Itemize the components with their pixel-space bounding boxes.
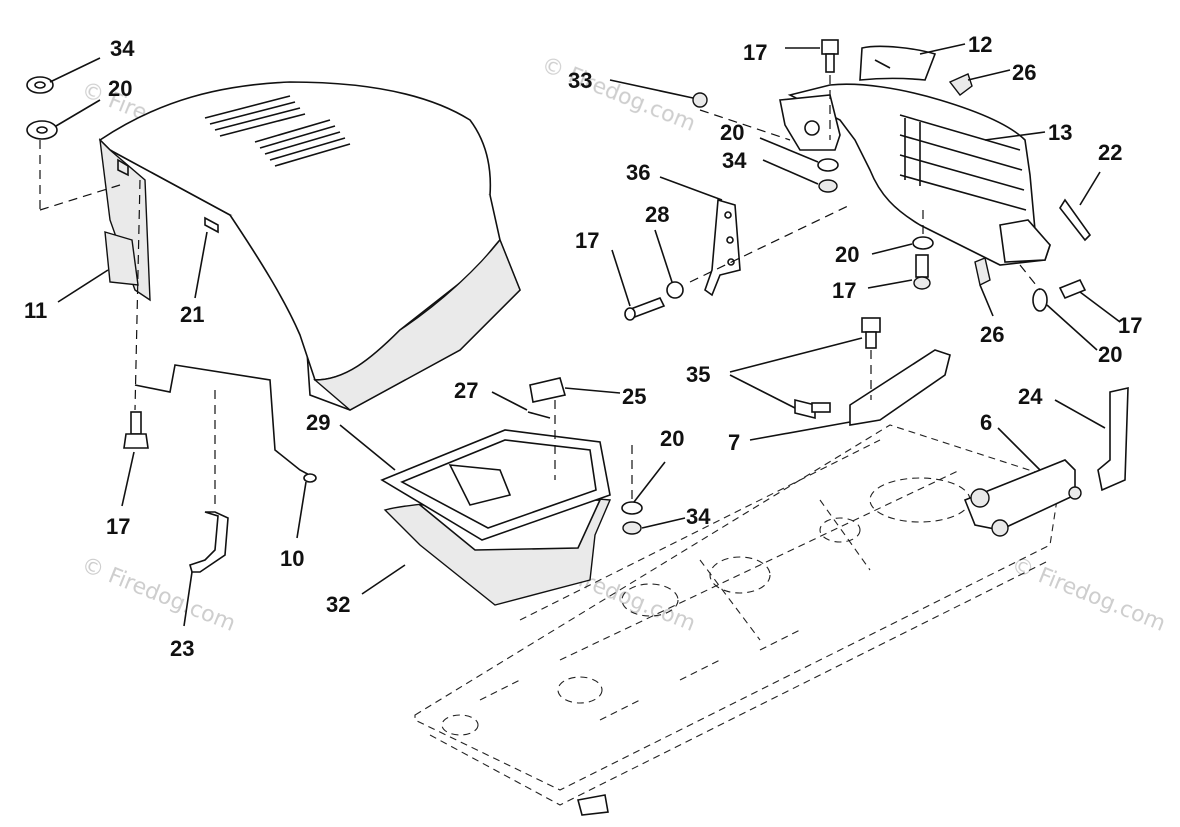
grille-assembly <box>624 39 1092 321</box>
lock-washer-28 <box>666 281 684 299</box>
callout-34: 34 <box>722 148 747 173</box>
callout-12: 12 <box>968 32 992 57</box>
watermark-3: © Firedog.com <box>78 552 239 636</box>
bolt-35-b <box>794 398 831 420</box>
callout-17: 17 <box>743 40 767 65</box>
callout-34: 34 <box>110 36 135 61</box>
bracket-7 <box>849 349 951 426</box>
bolt-17-top <box>821 39 839 73</box>
hood-vents <box>204 95 351 167</box>
callout-labels: 34 20 11 21 17 10 23 33 17 12 26 13 20 3… <box>24 32 1142 661</box>
nut-34 <box>26 76 54 94</box>
callout-32: 32 <box>326 592 350 617</box>
callout-17: 17 <box>1118 313 1142 338</box>
callout-25: 25 <box>622 384 646 409</box>
chassis-assembly <box>380 317 1129 816</box>
callout-27: 27 <box>454 378 478 403</box>
callout-11: 11 <box>24 298 47 323</box>
callout-23: 23 <box>170 636 194 661</box>
plate-25 <box>529 377 567 403</box>
callout-22: 22 <box>1098 140 1122 165</box>
callout-26: 26 <box>980 322 1004 347</box>
callout-35: 35 <box>686 362 710 387</box>
callout-17: 17 <box>575 228 599 253</box>
callout-17: 17 <box>832 278 856 303</box>
leader-lines <box>49 43 1121 627</box>
bracket-36 <box>704 198 741 297</box>
callout-20: 20 <box>1098 342 1122 367</box>
watermark-5: © Firedog.com <box>1008 552 1169 636</box>
ball-33 <box>692 92 708 108</box>
hood-rod <box>134 364 316 479</box>
callout-17: 17 <box>106 514 130 539</box>
callout-36: 36 <box>626 160 650 185</box>
callout-26: 26 <box>1012 60 1036 85</box>
bracket-23 <box>189 511 229 573</box>
callout-21: 21 <box>180 302 204 327</box>
callout-10: 10 <box>280 546 304 571</box>
callout-13: 13 <box>1048 120 1072 145</box>
washer-20 <box>26 120 58 140</box>
callout-6: 6 <box>980 410 992 435</box>
callout-20: 20 <box>660 426 684 451</box>
bolt-17-left <box>123 411 149 449</box>
callout-24: 24 <box>1018 384 1043 409</box>
hood-assembly <box>26 76 521 573</box>
callout-20: 20 <box>720 120 744 145</box>
callout-34: 34 <box>686 504 711 529</box>
callout-29: 29 <box>306 410 330 435</box>
bolt-35-a <box>861 317 881 349</box>
callout-33: 33 <box>568 68 592 93</box>
callout-7: 7 <box>728 430 740 455</box>
callout-20: 20 <box>835 242 859 267</box>
bracket-24 <box>1097 386 1129 492</box>
bolt-17-mid <box>624 296 666 321</box>
callout-28: 28 <box>645 202 669 227</box>
callout-20: 20 <box>108 76 132 101</box>
